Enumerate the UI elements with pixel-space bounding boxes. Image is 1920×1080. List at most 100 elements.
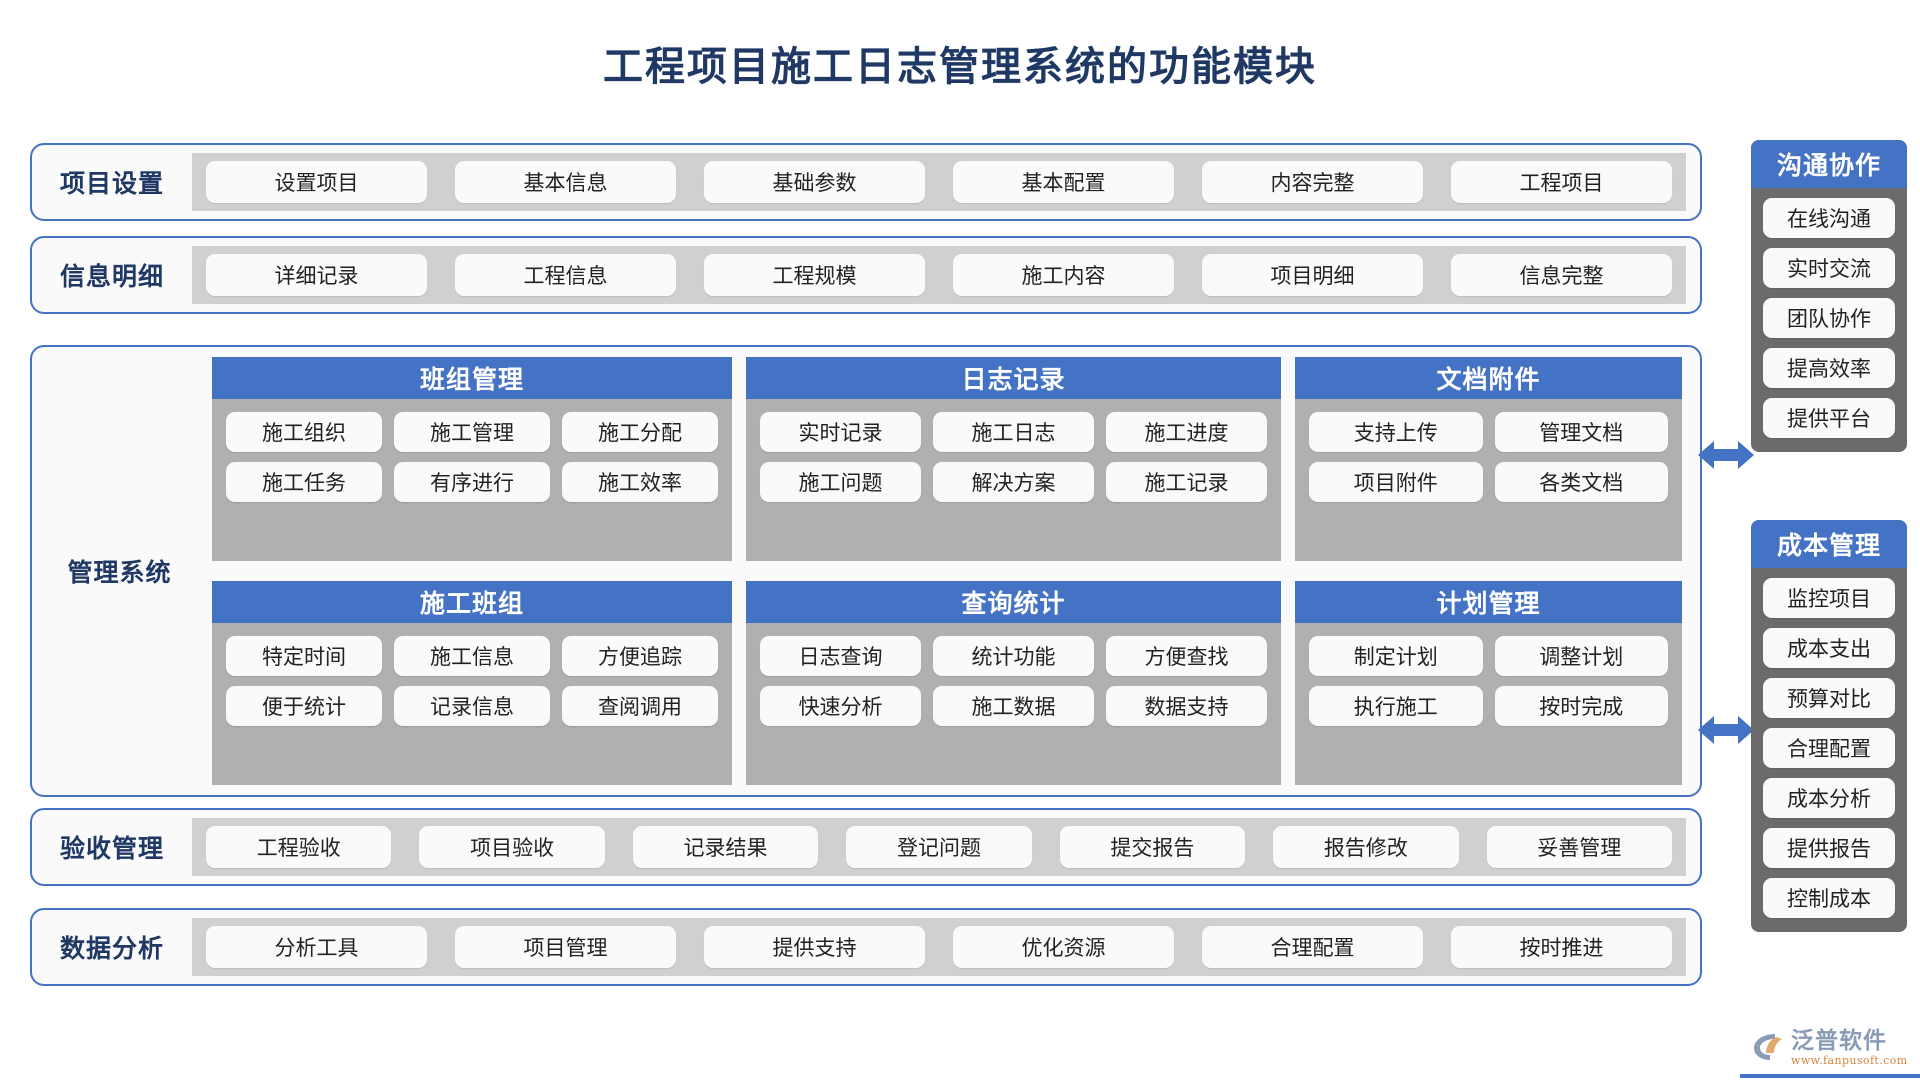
pill-item[interactable]: 信息完整: [1451, 254, 1672, 296]
pill-item[interactable]: 设置项目: [206, 161, 427, 203]
pill-item[interactable]: 基本配置: [953, 161, 1174, 203]
card-pill[interactable]: 管理文档: [1494, 412, 1668, 452]
section-row-data-analysis: 数据分析 分析工具 项目管理 提供支持 优化资源 合理配置 按时推进: [30, 908, 1702, 986]
side-pill[interactable]: 成本支出: [1763, 628, 1895, 668]
card-pill[interactable]: 施工进度: [1106, 412, 1267, 452]
side-pill[interactable]: 控制成本: [1763, 878, 1895, 918]
pill-item[interactable]: 登记问题: [846, 826, 1032, 868]
card-team-management: 班组管理 施工组织 施工管理 施工分配 施工任务 有序进行 施工效率: [212, 357, 732, 561]
card-pill[interactable]: 项目附件: [1309, 462, 1483, 502]
pill-item[interactable]: 按时推进: [1451, 926, 1672, 968]
card-pill[interactable]: 支持上传: [1309, 412, 1483, 452]
row-strip: 工程验收 项目验收 记录结果 登记问题 提交报告 报告修改 妥善管理: [192, 818, 1686, 876]
row-label-info-detail: 信息明细: [59, 262, 164, 291]
side-pill[interactable]: 团队协作: [1763, 298, 1895, 338]
pill-item[interactable]: 提交报告: [1059, 826, 1246, 868]
logo-website-url: www.fanpusoft.com: [1791, 1053, 1908, 1067]
card-pill[interactable]: 实时记录: [760, 412, 921, 452]
card-pill[interactable]: 施工分配: [562, 412, 718, 452]
side-panel-cost: 成本管理 监控项目 成本支出 预算对比 合理配置 成本分析 提供报告 控制成本: [1751, 520, 1907, 932]
page-title: 工程项目施工日志管理系统的功能模块: [603, 43, 1317, 90]
pill-item[interactable]: 记录结果: [632, 826, 819, 868]
card-body: 日志查询 统计功能 方便查找 快速分析 施工数据 数据支持: [746, 623, 1281, 785]
logo-company-name: 泛普软件: [1791, 1026, 1887, 1054]
card-pill[interactable]: 便于统计: [226, 686, 382, 726]
card-plan-management: 计划管理 制定计划 调整计划 执行施工 按时完成: [1295, 581, 1682, 785]
card-pill[interactable]: 施工效率: [562, 462, 718, 502]
side-pill[interactable]: 提供平台: [1763, 398, 1895, 438]
card-pill[interactable]: 记录信息: [394, 686, 550, 726]
brand-logo: 泛普软件 www.fanpusoft.com: [1752, 1024, 1912, 1070]
card-body: 支持上传 管理文档 项目附件 各类文档: [1295, 399, 1682, 561]
card-pill[interactable]: 按时完成: [1494, 686, 1668, 726]
card-pill[interactable]: 施工组织: [226, 412, 382, 452]
side-pill[interactable]: 预算对比: [1763, 678, 1895, 718]
pill-item[interactable]: 提供支持: [704, 926, 925, 968]
pill-item[interactable]: 报告修改: [1273, 826, 1459, 868]
side-pill[interactable]: 成本分析: [1763, 778, 1895, 818]
row-strip: 设置项目 基本信息 基础参数 基本配置 内容完整 工程项目: [192, 153, 1686, 211]
card-pill[interactable]: 施工日志: [933, 412, 1094, 452]
card-pill[interactable]: 施工信息: [394, 636, 550, 676]
card-pill[interactable]: 施工管理: [394, 412, 550, 452]
side-pill[interactable]: 实时交流: [1763, 248, 1895, 288]
pill-item[interactable]: 项目明细: [1202, 254, 1423, 296]
card-pill[interactable]: 方便追踪: [562, 636, 718, 676]
pill-item[interactable]: 合理配置: [1202, 926, 1423, 968]
card-body: 实时记录 施工日志 施工进度 施工问题 解决方案 施工记录: [746, 399, 1281, 561]
pill-item[interactable]: 工程验收: [206, 826, 392, 868]
side-panel-title: 沟通协作: [1751, 140, 1907, 188]
card-pill[interactable]: 统计功能: [933, 636, 1094, 676]
pill-item[interactable]: 妥善管理: [1486, 826, 1672, 868]
card-pill[interactable]: 各类文档: [1494, 462, 1668, 502]
side-pill[interactable]: 在线沟通: [1763, 198, 1895, 238]
side-panel-list: 监控项目 成本支出 预算对比 合理配置 成本分析 提供报告 控制成本: [1751, 568, 1907, 918]
card-pill[interactable]: 施工记录: [1106, 462, 1267, 502]
card-pill[interactable]: 施工数据: [933, 686, 1094, 726]
side-pill[interactable]: 提供报告: [1763, 828, 1895, 868]
card-pill[interactable]: 快速分析: [760, 686, 921, 726]
row-label-project-setup: 项目设置: [59, 169, 164, 198]
pill-item[interactable]: 项目管理: [455, 926, 676, 968]
side-pill[interactable]: 监控项目: [1763, 578, 1895, 618]
pill-item[interactable]: 基本信息: [455, 161, 676, 203]
pill-item[interactable]: 详细记录: [206, 254, 427, 296]
card-pill[interactable]: 施工任务: [226, 462, 382, 502]
row-strip: 详细记录 工程信息 工程规模 施工内容 项目明细 信息完整: [192, 246, 1686, 304]
side-pill[interactable]: 提高效率: [1763, 348, 1895, 388]
card-pill[interactable]: 特定时间: [226, 636, 382, 676]
pill-item[interactable]: 工程项目: [1451, 161, 1672, 203]
card-pill[interactable]: 查阅调用: [562, 686, 718, 726]
card-pill[interactable]: 制定计划: [1309, 636, 1483, 676]
section-management-system: 管理系统 班组管理 施工组织 施工管理 施工分配 施工任务 有序进行 施工效率 …: [30, 345, 1702, 797]
double-arrow-icon-communication: [1696, 435, 1756, 475]
row-label-acceptance: 验收管理: [59, 834, 164, 863]
row-label-data-analysis: 数据分析: [59, 934, 164, 963]
fanpu-logo-icon: [1752, 1031, 1786, 1063]
footer-divider: [1740, 1074, 1920, 1078]
pill-item[interactable]: 施工内容: [953, 254, 1174, 296]
pill-item[interactable]: 分析工具: [206, 926, 427, 968]
side-panel-title: 成本管理: [1751, 520, 1907, 568]
card-pill[interactable]: 方便查找: [1106, 636, 1267, 676]
side-panel-list: 在线沟通 实时交流 团队协作 提高效率 提供平台: [1751, 188, 1907, 438]
card-pill[interactable]: 日志查询: [760, 636, 921, 676]
card-pill[interactable]: 调整计划: [1494, 636, 1668, 676]
card-pill[interactable]: 施工问题: [760, 462, 921, 502]
card-query-statistics: 查询统计 日志查询 统计功能 方便查找 快速分析 施工数据 数据支持: [746, 581, 1281, 785]
section-row-info-detail: 信息明细 详细记录 工程信息 工程规模 施工内容 项目明细 信息完整: [30, 236, 1702, 314]
pill-item[interactable]: 优化资源: [953, 926, 1174, 968]
pill-item[interactable]: 工程规模: [704, 254, 925, 296]
card-pill[interactable]: 数据支持: [1106, 686, 1267, 726]
pill-item[interactable]: 项目验收: [419, 826, 605, 868]
card-pill[interactable]: 解决方案: [933, 462, 1094, 502]
pill-item[interactable]: 工程信息: [455, 254, 676, 296]
card-pill[interactable]: 执行施工: [1309, 686, 1483, 726]
side-pill[interactable]: 合理配置: [1763, 728, 1895, 768]
pill-item[interactable]: 内容完整: [1202, 161, 1423, 203]
card-pill[interactable]: 有序进行: [394, 462, 550, 502]
card-body: 特定时间 施工信息 方便追踪 便于统计 记录信息 查阅调用: [212, 623, 732, 785]
section-row-project-setup: 项目设置 设置项目 基本信息 基础参数 基本配置 内容完整 工程项目: [30, 143, 1702, 221]
pill-item[interactable]: 基础参数: [704, 161, 925, 203]
